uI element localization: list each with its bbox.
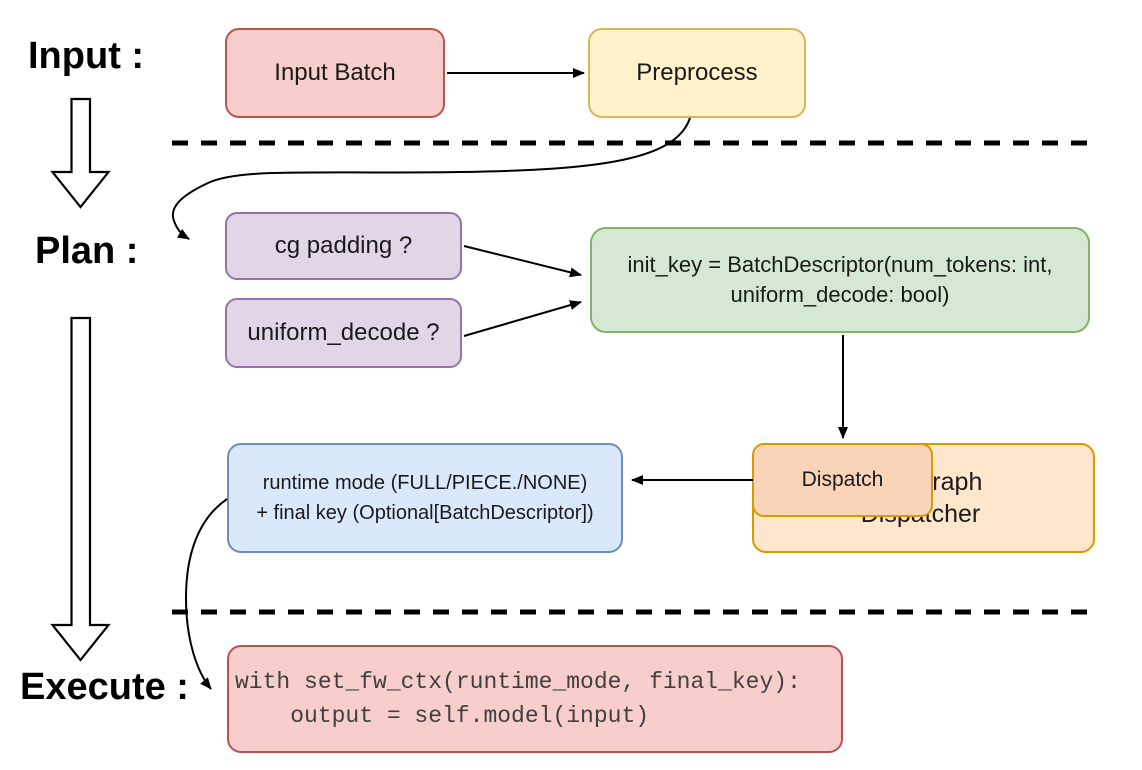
node-preprocess: Preprocess [588, 28, 806, 118]
hollow-arrow-input-to-plan [50, 97, 111, 209]
arrow-runtime-mode-to-execute-code [184, 498, 228, 690]
node-runtime-mode: runtime mode (FULL/PIECE./NONE) + final … [227, 443, 623, 553]
node-execute-code: with set_fw_ctx(runtime_mode, final_key)… [227, 645, 843, 753]
phase-label-execute: Execute : [20, 666, 189, 708]
node-init-key: init_key = BatchDescriptor(num_tokens: i… [590, 227, 1090, 333]
node-input-batch-label: Input Batch [274, 59, 396, 86]
node-uniform-decode-label: uniform_decode ? [247, 319, 440, 346]
phase-label-input: Input : [28, 35, 145, 77]
node-dispatch: Dispatch [752, 443, 933, 517]
arrow-cg-padding-to-init-key [463, 245, 582, 278]
node-execute-code-line2: output = self.model(input) [235, 703, 650, 729]
node-input-batch: Input Batch [225, 28, 445, 118]
node-uniform-decode: uniform_decode ? [225, 298, 462, 368]
arrow-uniform-decode-to-init-key [463, 300, 582, 337]
node-dispatch-label: Dispatch [801, 468, 884, 491]
node-init-key-line1: init_key = BatchDescriptor(num_tokens: i… [627, 252, 1053, 278]
node-cg-padding: cg padding ? [225, 212, 462, 280]
node-execute-code-line1: with set_fw_ctx(runtime_mode, final_key)… [235, 668, 801, 695]
node-preprocess-label: Preprocess [636, 59, 758, 86]
node-runtime-mode-line2: + final key (Optional[BatchDescriptor]) [256, 502, 594, 524]
node-runtime-mode-line1: runtime mode (FULL/PIECE./NONE) [262, 472, 588, 494]
hollow-arrow-plan-to-execute [50, 316, 111, 662]
node-cg-padding-label: cg padding ? [274, 232, 413, 259]
node-init-key-line2: uniform_decode: bool) [730, 282, 950, 307]
phase-label-plan: Plan : [35, 230, 139, 272]
